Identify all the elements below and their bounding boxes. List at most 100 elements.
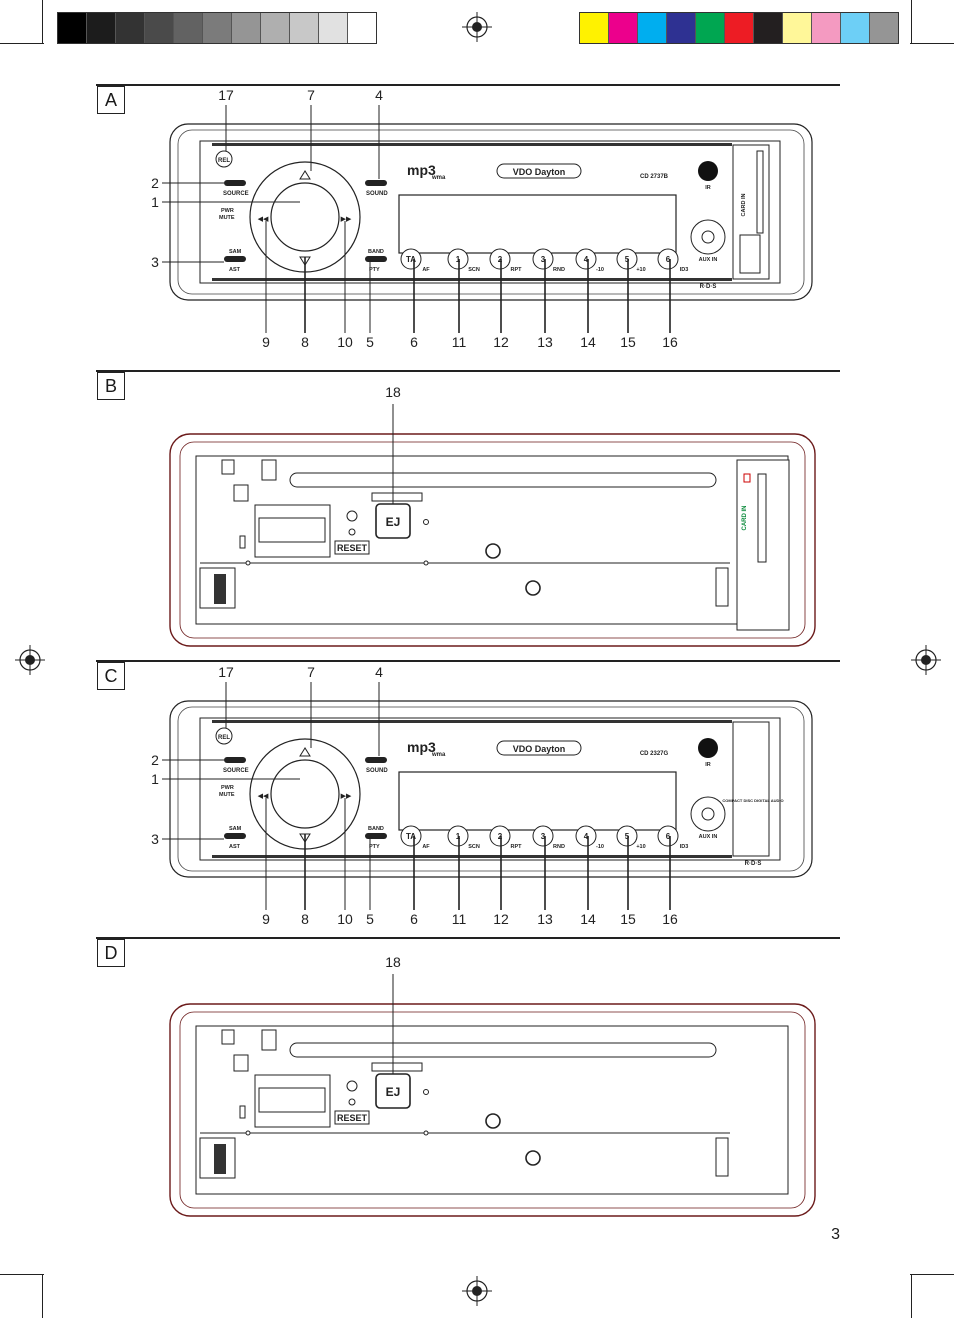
screw — [485, 1113, 501, 1129]
page-number: 3 — [831, 1226, 840, 1243]
model-number: CD 2327G — [640, 751, 669, 757]
section-label-c: C — [97, 662, 125, 690]
rel-button — [215, 727, 233, 745]
color-swatch — [580, 13, 608, 43]
small-indicator — [239, 535, 246, 549]
ta-button — [400, 248, 422, 270]
preset-button-6 — [657, 825, 679, 847]
preset-function-label: RND — [553, 267, 565, 273]
preset-button-2 — [489, 248, 511, 270]
mute-label: MUTE — [219, 792, 235, 798]
callout-number: 12 — [493, 334, 509, 350]
preset-function-label: -10 — [596, 267, 604, 273]
label-window — [254, 504, 331, 558]
brand-name: VDO Dayton — [513, 744, 566, 754]
card-icon — [743, 473, 751, 483]
callout-number: 10 — [337, 911, 353, 927]
prev-track-icon: ◀◀ — [258, 793, 269, 800]
screw — [485, 543, 501, 559]
color-swatch — [173, 13, 202, 43]
rivet — [245, 1130, 251, 1136]
connector-right — [715, 1137, 729, 1177]
section-separator — [96, 660, 840, 662]
section-label-a: A — [97, 86, 125, 114]
callout-number: 2 — [151, 175, 159, 191]
screw — [525, 1150, 541, 1166]
chassis-clip — [221, 459, 235, 475]
rds-logo: R·D·S — [700, 284, 717, 290]
ast-label: AST — [229, 844, 241, 850]
sam-ast-button — [224, 256, 246, 262]
crop-mark — [910, 43, 954, 44]
band-label: BAND — [368, 826, 384, 832]
eject-label: EJ — [386, 1085, 401, 1099]
sound-label: SOUND — [366, 768, 388, 774]
faceplate — [199, 717, 781, 861]
ast-label: AST — [229, 267, 241, 273]
sound-label: SOUND — [366, 191, 388, 197]
color-swatch — [724, 13, 753, 43]
preset-function-label: RND — [553, 844, 565, 850]
callout-number: 14 — [580, 334, 596, 350]
callout-number: 15 — [620, 911, 636, 927]
crop-mark — [42, 0, 43, 44]
color-swatch — [666, 13, 695, 43]
sam-label: SAM — [229, 826, 242, 832]
callout-number: 17 — [218, 664, 234, 680]
label-window-inner — [258, 517, 326, 543]
color-swatch — [782, 13, 811, 43]
color-swatch — [58, 13, 86, 43]
callout-number: 9 — [262, 334, 270, 350]
callout-number: 3 — [151, 831, 159, 847]
front-panel-a: RELSOURCEPWRMUTESAMAST◀◀▶▶SOUNDBANDPTYmp… — [151, 87, 813, 350]
aux-in-label: AUX IN — [699, 257, 718, 263]
callout-number: 18 — [385, 384, 401, 400]
callout-number: 5 — [366, 911, 374, 927]
color-swatch — [144, 13, 173, 43]
band-pty-button — [365, 833, 387, 839]
crop-mark — [910, 1274, 954, 1275]
band-label: BAND — [368, 249, 384, 255]
reset-label: RESET — [337, 543, 368, 553]
preset-button-1 — [447, 825, 469, 847]
screw-hole — [346, 510, 358, 522]
section-separator — [96, 370, 840, 372]
next-track-icon: ▶▶ — [341, 216, 352, 223]
wma-logo: wma — [431, 752, 446, 758]
front-panel-c: RELSOURCEPWRMUTESAMAST◀◀▶▶SOUNDBANDPTYmp… — [151, 664, 813, 927]
chassis-clip — [233, 1054, 249, 1072]
lcd-display — [398, 194, 677, 254]
color-swatch — [608, 13, 637, 43]
connector-pins — [214, 574, 226, 604]
preset-number: 6 — [666, 832, 671, 841]
ta-button — [400, 825, 422, 847]
back-inner — [179, 1011, 806, 1209]
crop-mark — [0, 1274, 44, 1275]
disc-slot — [289, 472, 717, 488]
color-swatch — [260, 13, 289, 43]
callout-number: 14 — [580, 911, 596, 927]
preset-button-3 — [532, 248, 554, 270]
small-indicator — [239, 1105, 246, 1119]
ta-label: TA — [406, 832, 416, 841]
source-label: SOURCE — [223, 191, 249, 197]
callout-number: 13 — [537, 334, 553, 350]
callout-number: 6 — [410, 911, 418, 927]
callout-number: 1 — [151, 194, 159, 210]
color-swatch — [289, 13, 318, 43]
section-label-b: B — [97, 372, 125, 400]
model-number: CD 2737B — [640, 174, 669, 180]
preset-function-label: AF — [422, 267, 430, 273]
reset-button — [334, 1110, 370, 1125]
preset-number: 3 — [541, 255, 546, 264]
aux-in-jack-inner — [701, 807, 715, 821]
label-window-inner — [258, 1087, 326, 1113]
preset-number: 4 — [584, 832, 589, 841]
color-swatch — [347, 13, 376, 43]
chassis-clip — [261, 459, 277, 481]
color-swatch — [86, 13, 115, 43]
color-swatch — [811, 13, 840, 43]
up-arrow-icon — [299, 170, 311, 180]
callout-number: 4 — [375, 664, 383, 680]
